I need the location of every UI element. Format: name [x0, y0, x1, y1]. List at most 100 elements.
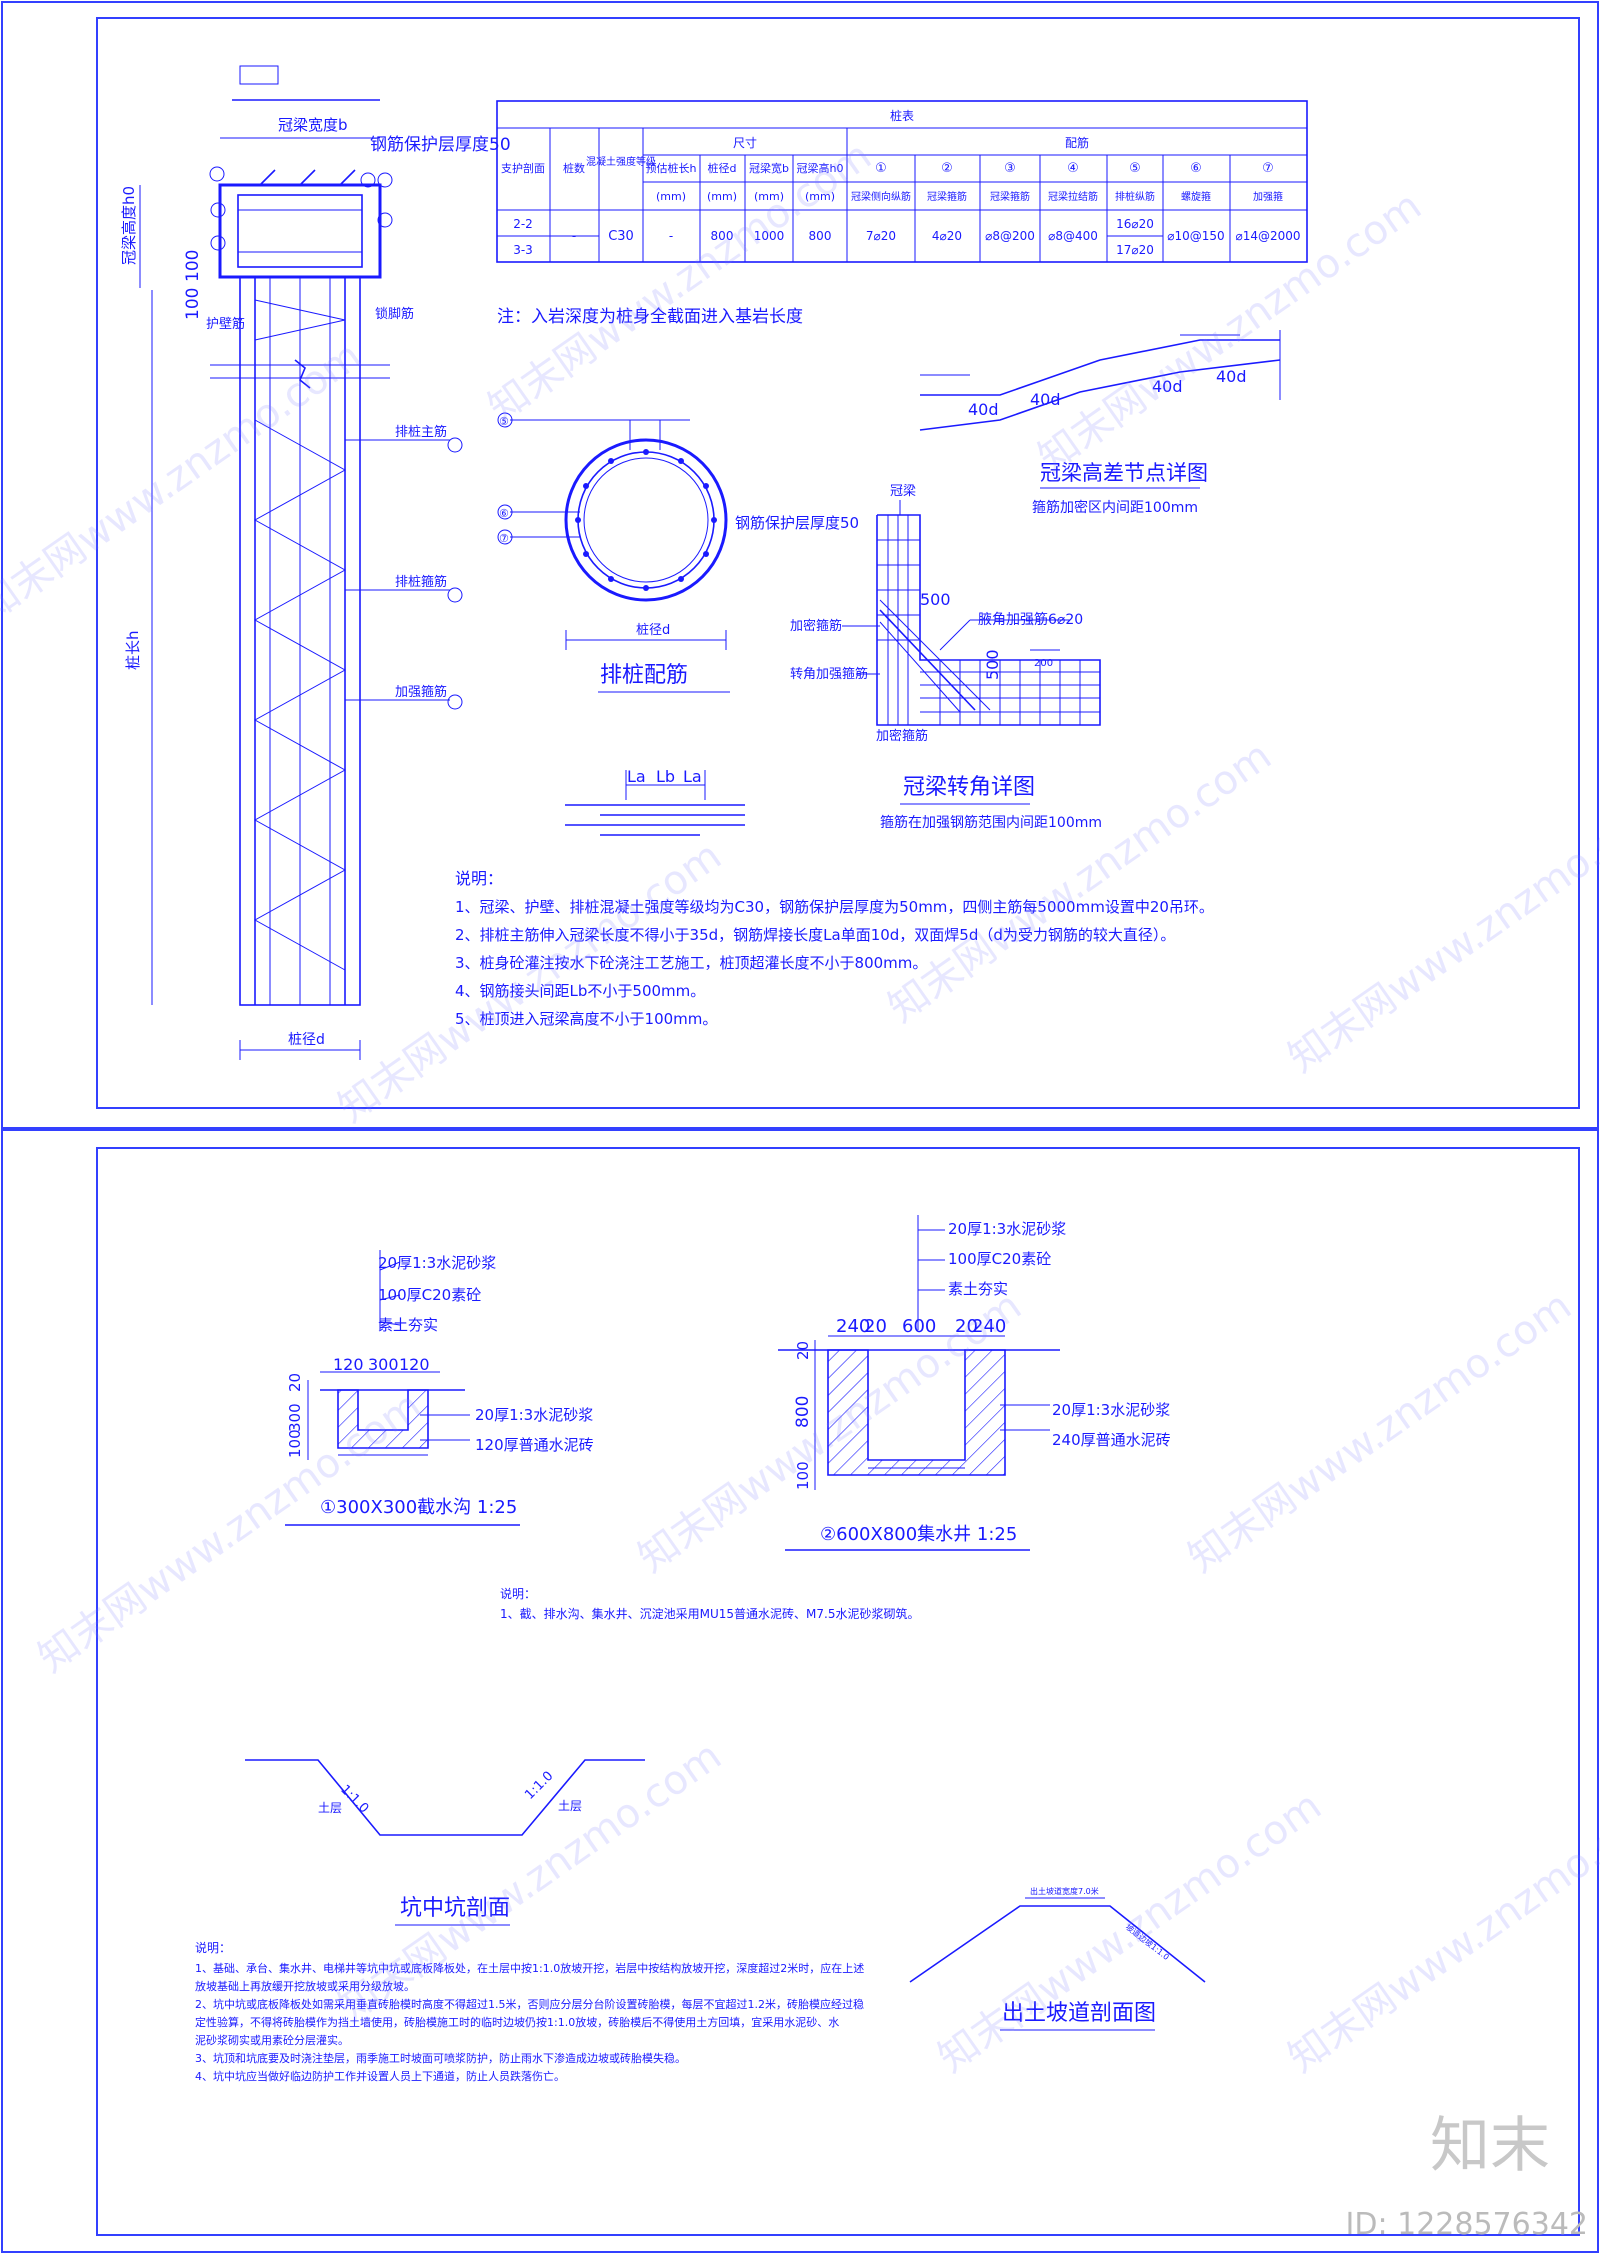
- sheet-1-note-5: 5、桩顶进入冠梁高度不小于100mm。: [455, 1010, 717, 1028]
- pit-soil-1: 土层: [318, 1801, 342, 1815]
- lap-splice-detail: La Lb La: [565, 767, 745, 836]
- well-detail: 20厚1:3水泥砂浆 100厚C20素砼 素土夯实 240 20 600 20 …: [778, 1215, 1171, 1551]
- sheet-2-mid-note-title: 说明：: [500, 1586, 536, 1601]
- table-rebar-name-5: 排桩纵筋: [1115, 190, 1155, 203]
- table-cell-r3: ⌀8@200: [985, 229, 1035, 243]
- step-dim-2: 40d: [1030, 390, 1061, 409]
- lap-la-2: La: [683, 767, 702, 786]
- table-num-5: ⑤: [1129, 161, 1141, 176]
- section-callout-5: ⑤: [499, 415, 509, 428]
- table-head-crown-h: 冠梁高h0: [797, 161, 844, 175]
- corner-crown-label: 冠梁: [890, 484, 916, 499]
- well-height-1: 20: [794, 1341, 812, 1360]
- well-width-5: 240: [972, 1316, 1006, 1337]
- table-unit-1: (mm): [656, 190, 686, 203]
- table-head-embed: 预估桩长h: [646, 161, 697, 175]
- well-width-1: 240: [836, 1316, 870, 1337]
- corner-bar-label: 腋角加强筋6⌀20: [978, 611, 1083, 628]
- corner-dim-500-a: 500: [920, 590, 951, 609]
- sheet-2-note-1: 1、基础、承台、集水井、电梯井等坑中坑或底板降板处，在土层中按1:1.0放坡开挖…: [195, 1961, 864, 1975]
- table-title: 桩表: [890, 108, 914, 123]
- corner-turn-label: 转角加强箍筋: [790, 666, 868, 682]
- crown-width-label: 冠梁宽度b: [278, 116, 348, 134]
- ditch-body: [337, 1389, 429, 1449]
- ditch-title: ①300X300截水沟 1:25: [320, 1497, 517, 1518]
- table-rebar-name-6: 螺旋箍: [1181, 190, 1211, 203]
- ditch-width-3: 120: [399, 1355, 430, 1374]
- step-dim-3: 40d: [1152, 377, 1183, 396]
- corner-dim-500-b: 500: [983, 649, 1002, 680]
- sheet-1-note-1: 1、冠梁、护壁、排桩混凝土强度等级均为C30，钢筋保护层厚度为50mm，四侧主筋…: [455, 898, 1214, 916]
- pit-profile: [245, 1759, 645, 1836]
- sheet-2-mid-note: 1、截、排水沟、集水井、沉淀池采用MU15普通水泥砖、M7.5水泥砂浆砌筑。: [500, 1606, 919, 1621]
- ditch-height-2: 300: [286, 1403, 304, 1432]
- table-rebar-name-4: 冠梁拉结筋: [1048, 190, 1098, 203]
- step-dim-1: 40d: [968, 400, 999, 419]
- pit-soil-2: 土层: [558, 1799, 582, 1813]
- corner-dense-label-2: 加密箍筋: [876, 728, 928, 744]
- ditch-callout-2: 100厚C20素砼: [378, 1286, 481, 1304]
- pit-slope-1: 1:1.0: [337, 1782, 371, 1816]
- well-callout-1: 20厚1:3水泥砂浆: [948, 1220, 1066, 1238]
- sheet-2-notes-title: 说明：: [195, 1940, 231, 1955]
- step-detail-title: 冠梁高差节点详图: [1040, 461, 1208, 485]
- table-cell-r5a: 16⌀20: [1116, 217, 1154, 231]
- crown-step-detail: 40d 40d 40d 40d 冠梁高差节点详图 箍筋加密区内间距100mm: [919, 330, 1281, 516]
- table-row-2-2: 2-2: [513, 217, 533, 231]
- ditch-callout-1: 20厚1:3水泥砂浆: [378, 1254, 496, 1272]
- embed-note: 注：入岩深度为桩身全截面进入基岩长度: [497, 307, 803, 327]
- image-id: ID: 1228576342: [1345, 2207, 1588, 2242]
- sheet-2-note-1b: 放坡基础上再放缓开挖放坡或采用分级放坡。: [195, 1979, 415, 1993]
- table-row-3-3: 3-3: [513, 243, 533, 257]
- section-callout-7: ⑦: [499, 532, 509, 545]
- table-cell-r7: ⌀14@2000: [1235, 229, 1300, 243]
- table-cell-concrete: C30: [608, 229, 634, 244]
- sheet-1-note-3: 3、桩身砼灌注按水下砼浇注工艺施工，桩顶超灌长度不小于800mm。: [455, 954, 927, 972]
- sheet-1-outer-border: [1, 1, 1599, 1129]
- dim-100-a: 100: [183, 250, 203, 282]
- table-num-3: ③: [1004, 161, 1016, 176]
- sheet-2-note-2: 2、坑中坑或底板降板处如需采用垂直砖胎模时高度不得超过1.5米，否则应分层分台阶…: [195, 1997, 864, 2011]
- table-cell-count: -: [572, 229, 576, 243]
- pile-elevation: 冠梁宽度b 钢筋保护层厚度50 冠梁高度h0 100 100 护壁筋 锁脚筋: [120, 65, 511, 1060]
- table-cell-r5b: 17⌀20: [1116, 243, 1154, 257]
- pit-title: 坑中坑剖面: [400, 1896, 510, 1921]
- well-right-1: 20厚1:3水泥砂浆: [1052, 1401, 1170, 1419]
- well-height-2: 800: [793, 1396, 813, 1428]
- pit-slope-2: 1:1.0: [522, 1769, 556, 1803]
- dim-100-b: 100: [183, 288, 203, 320]
- brand-logo: 知末: [1430, 2111, 1550, 2181]
- table-num-7: ⑦: [1262, 161, 1274, 176]
- ditch-height-3: 100: [286, 1429, 304, 1458]
- section-title: 排桩配筋: [600, 663, 688, 688]
- table-num-4: ④: [1067, 161, 1079, 176]
- pile-diameter-label: 桩径d: [288, 1031, 325, 1048]
- pile-table: 桩表 尺寸 配筋 支护剖面 桩数 混凝土强度等级 预估桩长h 桩径d 冠梁宽b …: [496, 100, 1308, 263]
- table-num-2: ②: [941, 161, 953, 176]
- corner-detail-title: 冠梁转角详图: [903, 775, 1035, 800]
- pile-length-label: 桩长h: [124, 630, 142, 670]
- sheet-2-note-2b: 定性验算，不得将砖胎模作为挡土墙使用，砖胎模施工时的临时边坡仍按1:1.0放坡，…: [195, 2015, 839, 2029]
- table-cell-embed: -: [669, 229, 673, 243]
- well-callout-3: 素土夯实: [948, 1280, 1008, 1298]
- table-unit-2: (mm): [707, 190, 737, 203]
- table-rebar-name-1: 冠梁侧向纵筋: [851, 190, 911, 203]
- sheet-1: 冠梁宽度b 钢筋保护层厚度50 冠梁高度h0 100 100 护壁筋 锁脚筋: [1, 1, 1599, 1129]
- ditch-right-1: 20厚1:3水泥砂浆: [475, 1406, 593, 1424]
- table-rebar-name-2: 冠梁箍筋: [927, 190, 967, 203]
- corner-dense-label-1: 加密箍筋: [790, 618, 842, 634]
- ditch-callout-3: 素土夯实: [378, 1316, 438, 1334]
- table-rebar-name-3: 冠梁箍筋: [990, 190, 1030, 203]
- ramp-section: 出土坡道宽度7.0米 坡道边坡1:1.0 出土坡道剖面图: [909, 1886, 1206, 2031]
- corner-detail-subtitle: 箍筋在加强钢筋范围内间距100mm: [880, 814, 1102, 831]
- ditch-width-1: 120: [333, 1355, 364, 1374]
- well-right-2: 240厚普通水泥砖: [1052, 1431, 1171, 1449]
- ditch-detail: 20厚1:3水泥砂浆 100厚C20素砼 素土夯实 120 300 120 20…: [285, 1250, 594, 1526]
- section-callout-6: ⑥: [499, 507, 509, 520]
- section-cover-label: 钢筋保护层厚度50: [735, 514, 859, 532]
- table-unit-4: (mm): [805, 190, 835, 203]
- step-dim-4: 40d: [1216, 367, 1247, 386]
- sheet-2: 20厚1:3水泥砂浆 100厚C20素砼 素土夯实 120 300 120 20…: [1, 1129, 1599, 2253]
- ditch-width-2: 300: [368, 1355, 399, 1374]
